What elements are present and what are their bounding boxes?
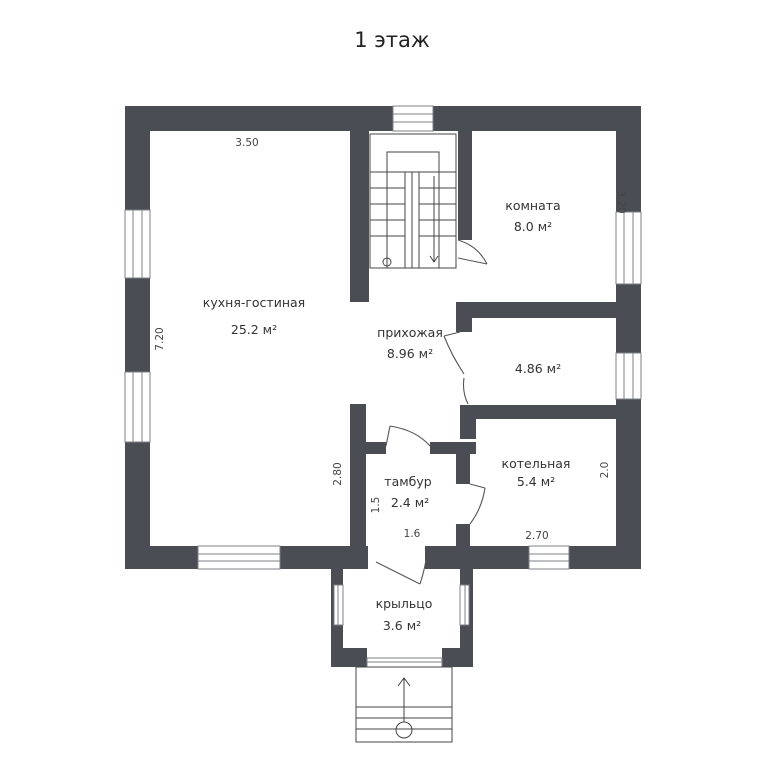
interior-walls <box>350 120 628 554</box>
room-area-boiler: 5.4 м² <box>517 474 555 489</box>
windows <box>124 105 642 570</box>
floor-title: 1 этаж <box>354 28 430 52</box>
room-area-hall: 8.96 м² <box>387 346 433 361</box>
porch <box>331 569 473 668</box>
room-name-hall: прихожая <box>377 325 443 340</box>
room-area-living: 25.2 м² <box>231 322 277 337</box>
dim-boiler-width: 2.70 <box>525 530 548 542</box>
room-area-vestibule: 2.4 м² <box>391 495 429 510</box>
room-name-vestibule: тамбур <box>384 474 431 489</box>
interior-stairs <box>369 133 457 269</box>
room-name-porch: крыльцо <box>376 596 433 611</box>
entry-stairs <box>355 666 453 743</box>
dim-living-width: 3.50 <box>235 137 258 149</box>
room-name-boiler: котельная <box>502 456 571 471</box>
dim-living-height: 7.20 <box>154 327 166 350</box>
room-area-small-room: 4.86 м² <box>515 361 561 376</box>
dim-living-partition: 2.80 <box>332 462 344 485</box>
dim-vestibule-height: 1.5 <box>370 497 382 514</box>
room-area-bedroom: 8.0 м² <box>514 219 552 234</box>
outer-walls <box>125 106 641 569</box>
dim-vestibule-width: 1.6 <box>404 528 421 540</box>
room-name-bedroom: комната <box>505 198 560 213</box>
room-name-living: кухня-гостиная <box>203 295 305 310</box>
dim-bedroom-height: 3.20 <box>615 190 627 213</box>
room-area-porch: 3.6 м² <box>383 618 421 633</box>
doors <box>375 239 488 585</box>
dim-boiler-height: 2.0 <box>599 462 611 479</box>
